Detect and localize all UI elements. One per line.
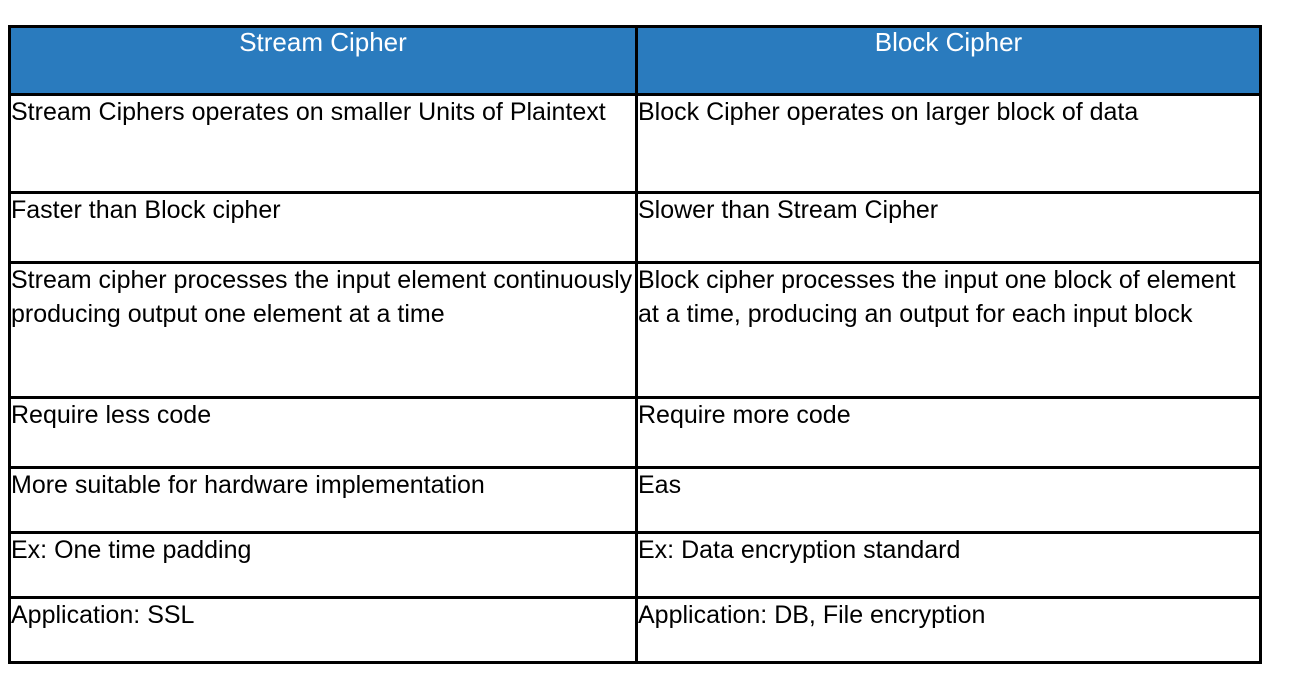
cell-block-cipher: Block cipher processes the input one blo… xyxy=(635,261,1262,399)
table-row: Application: SSL Application: DB, File e… xyxy=(8,596,1262,664)
cell-stream-cipher: More suitable for hardware implementatio… xyxy=(8,466,638,534)
comparison-table: Stream Cipher Block Cipher Stream Cipher… xyxy=(8,25,1262,664)
header-row: Stream Cipher Block Cipher xyxy=(8,25,1262,96)
cell-text: Block cipher processes the input one blo… xyxy=(638,266,1236,328)
column-header-block-cipher: Block Cipher xyxy=(635,25,1262,96)
cell-text: More suitable for hardware implementatio… xyxy=(11,471,485,499)
table-row: Faster than Block cipher Slower than Str… xyxy=(8,191,1262,264)
cell-text: Stream cipher processes the input elemen… xyxy=(11,266,633,328)
cell-block-cipher: Eas xyxy=(635,466,1262,534)
column-header-stream-cipher: Stream Cipher xyxy=(8,25,638,96)
cell-block-cipher: Require more code xyxy=(635,396,1262,469)
cell-block-cipher: Ex: Data encryption standard xyxy=(635,531,1262,599)
cell-stream-cipher: Ex: One time padding xyxy=(8,531,638,599)
cell-text: Require more code xyxy=(638,401,851,429)
cell-text: Slower than Stream Cipher xyxy=(638,196,939,224)
cell-text: Application: DB, File encryption xyxy=(638,601,986,629)
cell-block-cipher: Slower than Stream Cipher xyxy=(635,191,1262,264)
cell-stream-cipher: Faster than Block cipher xyxy=(8,191,638,264)
cell-block-cipher: Application: DB, File encryption xyxy=(635,596,1262,664)
table-row: Stream Ciphers operates on smaller Units… xyxy=(8,93,1262,194)
table-header: Stream Cipher Block Cipher xyxy=(8,25,1262,96)
cell-text: Block Cipher operates on larger block of… xyxy=(638,98,1139,126)
cell-stream-cipher: Stream Ciphers operates on smaller Units… xyxy=(8,93,638,194)
cell-text: Ex: Data encryption standard xyxy=(638,536,961,564)
cell-text: Faster than Block cipher xyxy=(11,196,281,224)
table-row: Require less code Require more code xyxy=(8,396,1262,469)
column-header-stream-cipher-label: Stream Cipher xyxy=(239,27,407,57)
cell-stream-cipher: Stream cipher processes the input elemen… xyxy=(8,261,638,399)
table-row: Ex: One time padding Ex: Data encryption… xyxy=(8,531,1262,599)
column-header-block-cipher-label: Block Cipher xyxy=(874,27,1023,57)
cell-block-cipher: Block Cipher operates on larger block of… xyxy=(635,93,1262,194)
cell-text: Require less code xyxy=(11,401,212,429)
cell-text: Eas xyxy=(638,471,682,499)
table-row: More suitable for hardware implementatio… xyxy=(8,466,1262,534)
cell-text: Application: SSL xyxy=(11,601,195,629)
table-body: Stream Ciphers operates on smaller Units… xyxy=(8,93,1262,664)
cell-text: Stream Ciphers operates on smaller Units… xyxy=(11,98,606,126)
cell-text: Ex: One time padding xyxy=(11,536,252,564)
cell-stream-cipher: Require less code xyxy=(8,396,638,469)
cell-stream-cipher: Application: SSL xyxy=(8,596,638,664)
table-row: Stream cipher processes the input elemen… xyxy=(8,261,1262,399)
